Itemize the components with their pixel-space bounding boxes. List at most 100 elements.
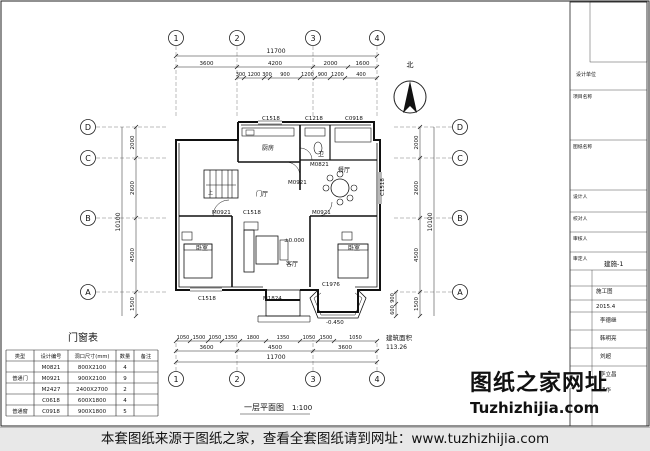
opening-label: M0921 [312,210,331,216]
dim-text: 3600 [200,61,214,67]
axis-label: D [85,123,91,132]
dim-tick [393,301,399,307]
dim-text: 1350 [277,335,290,341]
dim-text: 3600 [200,345,214,351]
axis-bubble [229,30,245,46]
dim-text: 2000 [130,135,136,149]
schedule-code: M0921 [42,376,61,382]
north-label: 北 [407,61,414,69]
axis-bubble [168,30,184,46]
opening-label: M0821 [310,162,329,168]
dim-tick [417,124,423,130]
dim-tick [393,313,399,319]
tb-row-label: 设计人 [573,193,588,200]
dim-tick [374,359,380,365]
dim-text: 1200 [301,72,314,78]
drawing-frame [0,0,650,427]
plan-scale: 1:100 [292,404,312,412]
dim-tick [133,313,139,319]
room-label-hall: 门厅 [256,190,268,198]
dim-tick [331,338,337,344]
dim-text: 4500 [268,345,282,351]
dim-tick [133,289,139,295]
room-label-bedroom-right: 卧室 [348,244,360,252]
dim-tick [342,75,348,81]
dim-tick [261,75,267,81]
schedule-qty: 5 [123,409,127,415]
dim-tick [219,338,225,344]
watermark: 图纸之家网址 Tuzhizhijia.com [470,365,640,417]
opening-label: C1518 [243,210,261,216]
dim-tick [393,289,399,295]
axis-label: B [85,214,91,223]
axis-label: 3 [310,34,315,43]
axis-label: C [457,154,463,163]
dim-text: 1200 [331,72,344,78]
axis-bubble [369,371,385,387]
title-block: 设计单位项目名称图纸名称设计人校对人审核人审定人建施-1施工图2015.4李德继… [569,1,648,427]
dim-tick [205,338,211,344]
opening-label: C0918 [345,116,363,122]
schedule-qty: 4 [123,398,127,404]
axis-bubble [80,150,96,166]
dim-tick [173,359,179,365]
dim-text: 1050 [177,335,190,341]
dim-tick [310,64,316,70]
axis-label: A [85,288,91,297]
dim-tick [297,75,303,81]
schedule-header: 设计编号 [41,352,62,360]
dim-tick [234,64,240,70]
opening-label: M0921 [212,210,231,216]
dim-text: 2600 [130,181,136,195]
schedule-code: M2427 [42,387,61,393]
dim-tick [234,75,240,81]
schedule-header: 洞口尺寸(mm) [75,352,110,360]
elevation-step: -0.450 [326,320,344,326]
dim-tick [310,348,316,354]
tb-company: 设计单位 [576,71,596,78]
schedule-qty: 9 [123,376,127,382]
dim-text: 1500 [414,297,420,311]
schedule-code: C0618 [42,398,60,404]
dim-tick [133,124,139,130]
axis-bubble [80,284,96,300]
schedule-code: M0821 [42,365,61,371]
schedule-size: 900X2100 [78,376,107,382]
opening-label: C1518 [198,296,216,302]
axis-bubble [80,119,96,135]
tb-row-label: 图纸名称 [573,143,592,150]
dim-text: 2000 [324,61,338,67]
dim-tick [263,338,269,344]
opening-label: M1824 [263,296,282,302]
dim-tick [133,155,139,161]
axis-label: 4 [374,34,379,43]
axis-label: D [457,123,463,132]
axis-bubble [305,371,321,387]
dim-tick [173,348,179,354]
dim-tick [345,64,351,70]
axis-label: A [457,288,463,297]
axis-label: 3 [310,375,315,384]
area-label: 建筑面积 [386,333,413,342]
schedule-title: 门窗表 [68,331,98,344]
dim-tick [327,75,333,81]
tb-drawing-name: 建施-1 [604,259,623,268]
tb-person: 李立昌 [600,370,617,378]
axis-label: 4 [374,375,379,384]
footer-banner: 本套图纸来源于图纸之家，查看全套图纸请到网址：www.tuzhizhijia.c… [0,427,650,451]
dim-tick [417,289,423,295]
schedule-group: 普通门 [12,374,28,382]
axis-bubble [452,119,468,135]
dim-tick [417,313,423,319]
dim-text: 1050 [209,335,222,341]
opening-label: C1218 [305,116,323,122]
axis-label: 2 [234,34,239,43]
dim-text: 400 [356,72,366,78]
watermark-en: Tuzhizhijia.com [470,399,600,417]
dim-text: 10100 [427,212,434,231]
tb-person: 李德继 [600,316,617,324]
area-value: 113.26 [386,344,407,351]
plan-title: 一层平面图 [244,403,284,412]
